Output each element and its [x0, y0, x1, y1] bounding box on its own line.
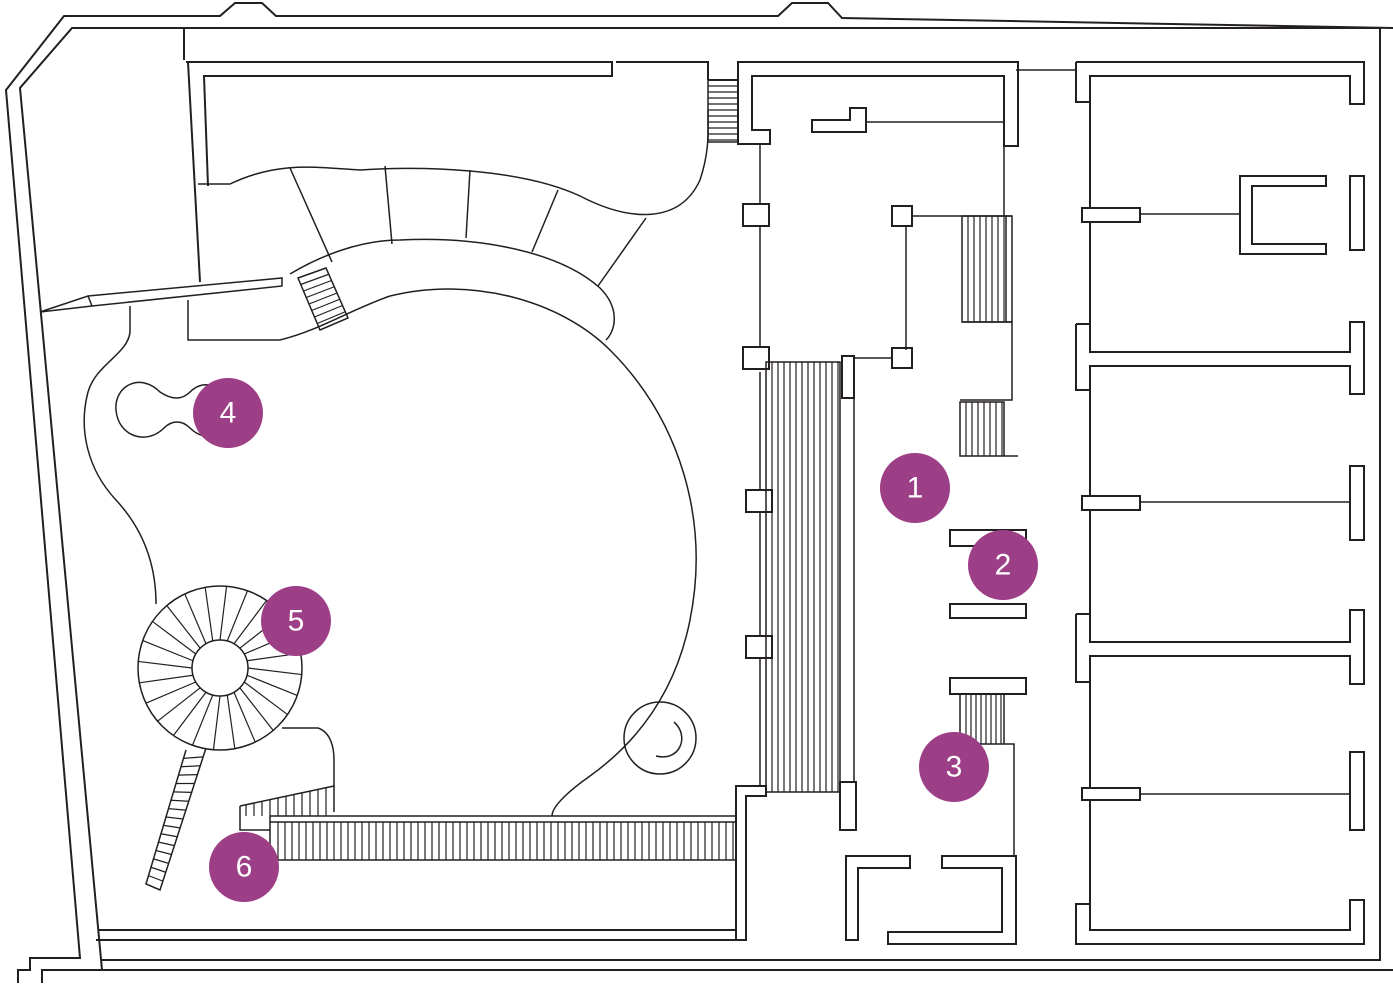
- marker-4[interactable]: 4: [193, 378, 263, 448]
- hall-south-rooms: [845, 69, 1076, 945]
- garden-path: [83, 306, 157, 605]
- stair-tread: [247, 667, 302, 676]
- stair-tread: [233, 692, 256, 743]
- stair-tread: [139, 674, 194, 684]
- stair-tread: [306, 286, 335, 299]
- marker-2[interactable]: 2: [968, 530, 1038, 600]
- stair-tread: [168, 808, 186, 811]
- marker-6-label: 6: [236, 851, 253, 884]
- stair-tread: [204, 587, 214, 642]
- marker-5[interactable]: 5: [261, 586, 331, 656]
- east-rooms: [1075, 61, 1365, 945]
- stair-tread: [239, 687, 274, 731]
- spiral-staircase: [137, 585, 303, 892]
- stair-tread: [180, 765, 201, 768]
- marker-5-label: 5: [288, 605, 305, 638]
- stair-tread: [157, 687, 201, 722]
- stair-tread: [163, 824, 181, 829]
- stair-tread: [165, 816, 184, 820]
- hall-staircase: [765, 355, 857, 831]
- stair-tread: [148, 875, 164, 882]
- stair-tread: [311, 298, 340, 312]
- marker-6[interactable]: 6: [209, 832, 279, 902]
- north-stairs: [707, 79, 739, 143]
- stair-tread: [226, 590, 249, 642]
- marker-1-label: 1: [907, 472, 924, 505]
- stair-tread: [138, 660, 193, 669]
- stair-tread: [170, 799, 189, 802]
- stair-tread: [158, 841, 175, 847]
- stair-tread: [243, 681, 288, 716]
- stair-tread: [150, 866, 166, 873]
- sculpture: [623, 701, 697, 775]
- stair-tread: [166, 605, 201, 649]
- stair-tread: [233, 600, 268, 645]
- north-garden-walls: [39, 61, 709, 313]
- stair-tread: [142, 639, 194, 662]
- stair-tread: [173, 791, 192, 793]
- walkway-stairs: [296, 267, 349, 331]
- stair-tread: [178, 774, 198, 776]
- pool: [115, 381, 229, 438]
- stair-tread: [300, 273, 329, 286]
- stair-tread: [246, 674, 298, 697]
- marker-3-label: 3: [946, 751, 963, 784]
- marker-4-label: 4: [220, 397, 237, 430]
- bottom-corridor: [96, 785, 767, 941]
- stair-tread: [183, 756, 204, 759]
- south-staircase: [245, 787, 737, 861]
- marker-2-label: 2: [995, 549, 1012, 582]
- stair-tread: [160, 833, 178, 838]
- marker-3[interactable]: 3: [919, 732, 989, 802]
- south-garden-walls: [239, 727, 335, 831]
- marker-1[interactable]: 1: [880, 453, 950, 523]
- stair-tread: [172, 691, 207, 736]
- stair-tread: [219, 586, 228, 641]
- stair-tread: [184, 593, 207, 644]
- stair-tread: [226, 694, 236, 749]
- stair-tread: [145, 681, 196, 704]
- stair-tread: [317, 311, 346, 325]
- upper-right-stairs: [959, 215, 1018, 457]
- outer-walls: [4, 1, 1393, 983]
- stair-tread: [314, 304, 343, 318]
- stair-tread: [152, 620, 197, 655]
- stair-tread: [212, 695, 221, 750]
- stair-tread: [191, 694, 214, 746]
- stair-tread: [303, 279, 332, 292]
- lower-right-stairs: [949, 677, 1027, 856]
- curved-walkway: [187, 165, 697, 817]
- stair-tread: [308, 292, 338, 305]
- central-hall: [708, 61, 1019, 786]
- stair-tread: [153, 858, 169, 864]
- stair-tread: [155, 849, 172, 856]
